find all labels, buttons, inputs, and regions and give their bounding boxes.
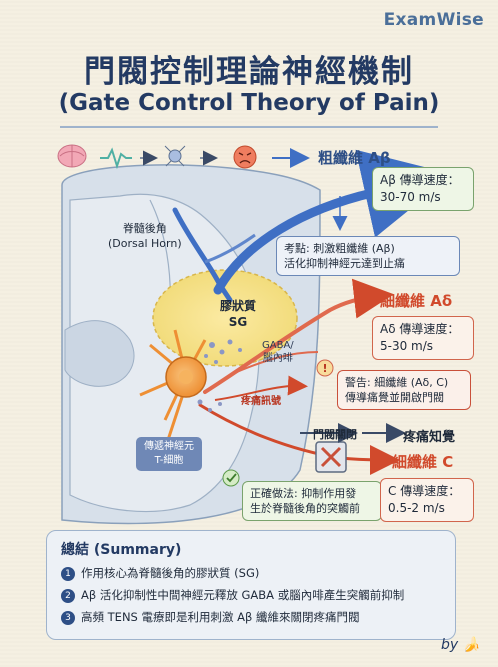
summary-item: 1 作用核心為脊髓後角的膠狀質 (SG) <box>61 565 259 581</box>
adelta-speed-value: 5-30 m/s <box>380 339 434 353</box>
gate-closed-icon <box>315 441 347 473</box>
dorsal-horn-en: (Dorsal Horn) <box>108 237 182 250</box>
adelta-fiber-label: 細纖維 Aδ <box>380 292 453 310</box>
c-fiber-label: 細纖維 C <box>392 453 454 471</box>
adelta-speed-box: Aδ 傳導速度： 5-30 m/s <box>372 316 474 360</box>
pain-signal-label: 疼痛訊號 <box>241 396 281 407</box>
t-cell-label: 傳遞神經元 T-細胞 <box>136 437 202 471</box>
summary-item: 3 高頻 TENS 電療即是利用刺激 Aβ 纖維來關閉疼痛門閥 <box>61 609 360 625</box>
pain-signal-arrow <box>214 375 308 401</box>
number-badge: 2 <box>61 589 75 603</box>
key-point-line2: 活化抑制神經元達到止痛 <box>284 257 405 270</box>
summary-title: 總結 (Summary) <box>61 542 182 558</box>
transmission-neuron <box>139 329 207 441</box>
gaba-vesicles <box>197 339 242 412</box>
dorsal-horn-zh: 脊髓後角 <box>122 222 167 235</box>
summary-panel: 總結 (Summary) 1 作用核心為脊髓後角的膠狀質 (SG) 2 Aβ 活化抑… <box>46 530 456 640</box>
pain-perception-label: 疼痛知覺 <box>403 430 456 445</box>
c-speed-title: C 傳導速度： <box>388 484 461 498</box>
gaba-label-line2: 腦內啡 <box>262 353 293 364</box>
number-badge: 3 <box>61 611 75 625</box>
summary-item-text: 作用核心為脊髓後角的膠狀質 (SG) <box>81 566 260 580</box>
t-cell-line1: 傳遞神經元 <box>144 441 194 452</box>
abeta-speed-box: Aβ 傳導速度： 30-70 m/s <box>372 167 474 211</box>
summary-item: 2 Aβ 活化抑制性中間神經元釋放 GABA 或腦內啡產生突觸前抑制 <box>61 587 404 603</box>
warning-icon <box>316 359 334 377</box>
sg-label: 膠狀質 SG <box>220 298 256 330</box>
byline: by 🍌 <box>440 637 480 653</box>
sg-label-zh: 膠狀質 <box>220 299 257 313</box>
correct-line1: 正確做法: 抑制作用發 <box>250 487 357 500</box>
dorsal-horn-label: 脊髓後角 (Dorsal Horn) <box>108 221 182 251</box>
brain-icon <box>57 144 87 168</box>
brand-logo: ExamWise <box>383 10 484 30</box>
page-title: 門閥控制理論神經機制 <box>84 54 414 90</box>
c-speed-value: 0.5-2 m/s <box>388 501 445 515</box>
number-badge: 1 <box>61 567 75 581</box>
adelta-speed-title: Aδ 傳導速度： <box>380 322 460 336</box>
key-point-box: 考點: 刺激粗纖維 (Aβ) 活化抑制神經元達到止痛 <box>276 236 460 276</box>
pain-face-icon <box>233 145 257 169</box>
abeta-speed-title: Aβ 傳導速度： <box>380 173 460 187</box>
warning-line1: 警告: 細纖維 (Aδ, C) <box>345 376 449 389</box>
spinal-cord-cross-section <box>61 164 321 525</box>
summary-item-text: 高頻 TENS 電療即是利用刺激 Aβ 纖維來關閉疼痛門閥 <box>81 610 360 624</box>
t-cell-line2: T-細胞 <box>154 455 184 466</box>
abeta-speed-value: 30-70 m/s <box>380 190 441 204</box>
sg-label-en: SG <box>228 315 248 329</box>
summary-item-text: Aβ 活化抑制性中間神經元釋放 GABA 或腦內啡產生突觸前抑制 <box>81 588 405 602</box>
correct-line2: 生於脊髓後角的突觸前 <box>250 502 360 515</box>
neuron-icon <box>164 145 186 167</box>
warning-line2: 傳導痛覺並開啟門閥 <box>345 391 444 404</box>
adelta-fiber <box>203 278 394 394</box>
gate-closed-label: 門閥關閉 <box>313 428 357 441</box>
check-icon <box>222 469 240 487</box>
gaba-label-line1: GABA/ <box>262 340 294 351</box>
correct-method-box: 正確做法: 抑制作用發 生於脊髓後角的突觸前 <box>242 481 382 521</box>
stimulus-icons-row <box>57 144 310 170</box>
adelta-fiber-branch <box>231 351 319 375</box>
abeta-fiber-label: 粗纖維 Aβ <box>318 149 391 167</box>
key-point-line1: 考點: 刺激粗纖維 (Aβ) <box>284 242 395 255</box>
signal-wave-icon <box>100 147 132 170</box>
abeta-fiber-collateral <box>204 233 256 264</box>
gaba-label: GABA/ 腦內啡 <box>262 339 294 365</box>
substantia-gelatinosa-region <box>152 269 298 367</box>
c-speed-box: C 傳導速度： 0.5-2 m/s <box>380 478 474 522</box>
page-subtitle: (Gate Control Theory of Pain) <box>58 90 440 116</box>
warning-box: 警告: 細纖維 (Aδ, C) 傳導痛覺並開啟門閥 <box>337 370 471 410</box>
svg-text:!: ! <box>322 362 327 375</box>
title-divider <box>60 126 438 128</box>
